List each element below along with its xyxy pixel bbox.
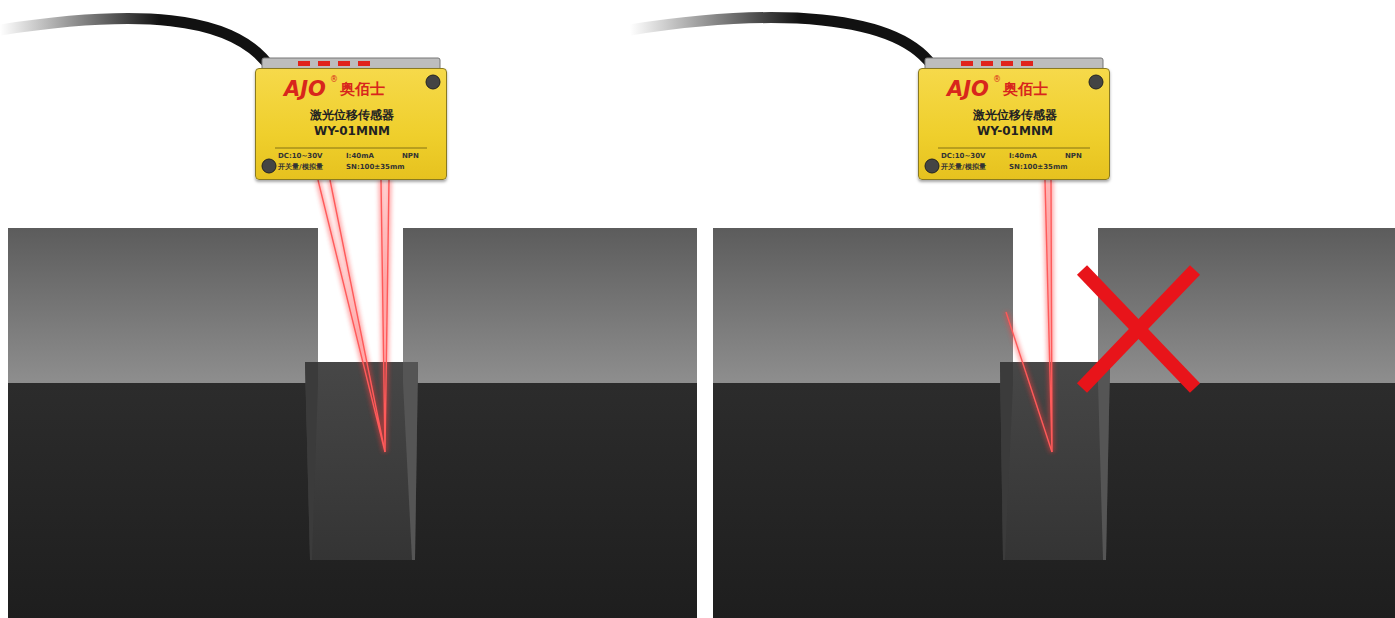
current-spec: I:40mA bbox=[346, 153, 374, 161]
laser-beam bbox=[318, 180, 389, 452]
brand-logo: AJO bbox=[947, 78, 989, 101]
sensing-range: SN:100±35mm bbox=[346, 164, 405, 172]
sensor-cable bbox=[630, 18, 935, 70]
output-mode: 开关量/模拟量 bbox=[278, 164, 323, 172]
model-number: WY-01MNM bbox=[256, 125, 448, 138]
laser-sensor: AJO ®奥佰士激光位移传感器 WY-01MNM DC:10~30V I:40mA NPN… bbox=[255, 68, 447, 180]
voltage-spec: DC:10~30V bbox=[278, 153, 323, 161]
output-type: NPN bbox=[1065, 153, 1082, 161]
output-mode: 开关量/模拟量 bbox=[941, 164, 986, 172]
registered-mark: ® bbox=[330, 76, 338, 85]
sensor-screws bbox=[262, 75, 1103, 173]
product-name: 激光位移传感器 bbox=[256, 109, 448, 122]
divider-line bbox=[705, 228, 708, 618]
registered-mark: ® bbox=[993, 76, 1001, 85]
current-spec: I:40mA bbox=[1009, 153, 1037, 161]
laser-sensor: AJO ®奥佰士激光位移传感器 WY-01MNM DC:10~30V I:40mA NPN… bbox=[918, 68, 1110, 180]
laser-beam bbox=[1006, 180, 1052, 452]
sensor-cable bbox=[0, 19, 272, 70]
voltage-spec: DC:10~30V bbox=[941, 153, 986, 161]
output-type: NPN bbox=[402, 153, 419, 161]
model-number: WY-01MNM bbox=[919, 125, 1111, 138]
brand-name: 奥佰士 bbox=[340, 81, 385, 98]
wrong-mark bbox=[1082, 270, 1195, 388]
product-name: 激光位移传感器 bbox=[919, 109, 1111, 122]
brand-name: 奥佰士 bbox=[1003, 81, 1048, 98]
separator-line bbox=[275, 148, 1090, 149]
brand-logo: AJO bbox=[284, 78, 326, 101]
sensing-range: SN:100±35mm bbox=[1009, 164, 1068, 172]
